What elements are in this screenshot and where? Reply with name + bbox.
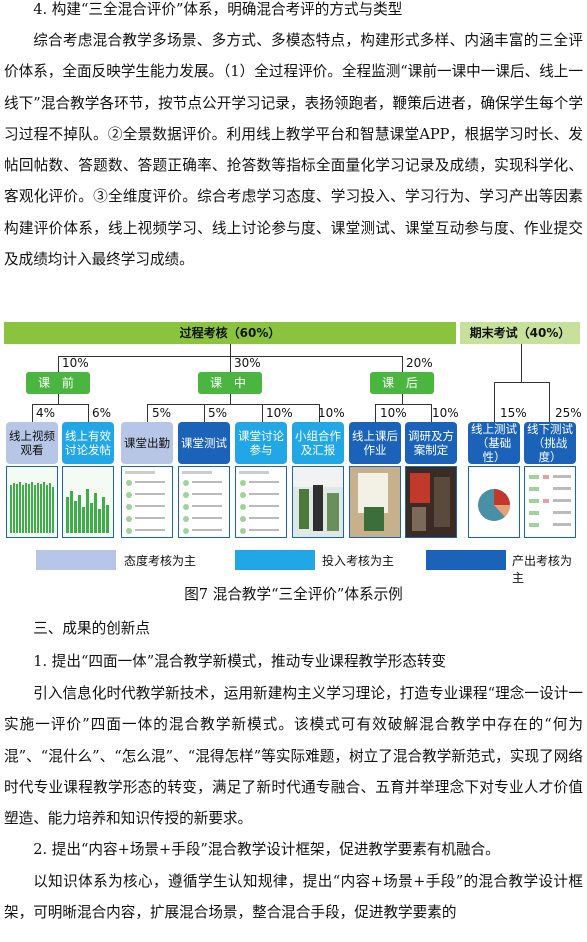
thumbnail-video-chart: [6, 466, 58, 538]
item-pct-10: 25%: [555, 406, 582, 420]
phase-pct-post: 20%: [406, 356, 433, 370]
legend-swatch-output: [426, 550, 506, 570]
thumbnail-group-photo: [292, 466, 344, 538]
evaluation-figure: 过程考核（60%） 期末考试（40%） 课 前 课 中 课 后 10% 30% …: [4, 322, 582, 585]
item-online-discussion: 线上有效讨论发帖: [62, 422, 114, 464]
item-offline-test: 线下测试（挑战度）: [524, 422, 576, 464]
item-online-test: 线上测试（基础性）: [468, 422, 520, 464]
item-research-plan: 调研及方案制定: [405, 422, 457, 464]
item-pct-8: 10%: [432, 406, 459, 420]
legend-label-output: 产出考核为主: [512, 554, 573, 585]
item-pct-1: 4%: [36, 406, 56, 420]
phase-post-class: 课 后: [370, 372, 434, 394]
item-pct-7: 10%: [380, 406, 407, 420]
phase-pre-class: 课 前: [26, 372, 90, 394]
item-pct-4: 5%: [208, 406, 228, 420]
thumbnail-homework-photo: [349, 466, 401, 538]
thumbnail-research-photo: [405, 466, 457, 538]
item-pct-5: 10%: [266, 406, 293, 420]
figure-caption: 图7 混合教学“三全评价”体系示例: [184, 586, 403, 603]
legend-swatch-investment: [235, 550, 315, 570]
thumbnail-participation-list: [235, 466, 287, 538]
heading-achievements: 三、成果的创新点: [33, 620, 150, 637]
item-class-test: 课堂测试: [178, 422, 230, 464]
process-assessment-bar: 过程考核（60%）: [4, 322, 456, 344]
paragraph-1: 综合考虑混合教学多场景、多方式、多模态特点，构建形式多样、内涵丰富的三全评价体系…: [4, 32, 583, 269]
item-online-video: 线上视频观看: [6, 422, 58, 464]
item-pct-3: 5%: [152, 406, 172, 420]
phase-pct-in: 30%: [234, 356, 261, 370]
heading-innovation-1: 1. 提出“四面一体”混合教学新模式，推动专业课程教学形态转变: [33, 653, 447, 670]
paragraph-3: 以知识体系为核心，遵循学生认知规律，提出“内容+场景+手段”的混合教学设计框架，…: [4, 873, 583, 922]
thumbnail-offline-test-list: [524, 466, 576, 538]
paragraph-2: 引入信息化时代教学新技术，运用新建构主义学习理论，打造专业课程“理念一设计一实施…: [4, 685, 583, 828]
thumbnail-pie-chart: [468, 466, 520, 538]
item-online-homework: 线上课后作业: [349, 422, 401, 464]
item-pct-9: 15%: [500, 406, 527, 420]
phase-in-class: 课 中: [198, 372, 262, 394]
section-heading: 4. 构建“三全混合评价”体系，明确混合考评的方式与类型: [33, 1, 403, 18]
legend-label-investment: 投入考核为主: [322, 554, 395, 568]
legend-swatch-attitude: [36, 550, 116, 570]
heading-innovation-2: 2. 提出“内容+场景+手段”混合教学设计框架，促进教学要素有机融合。: [33, 841, 500, 858]
thumbnail-discussion-chart: [62, 466, 114, 538]
thumbnail-attendance-list: [121, 466, 173, 538]
item-attendance: 课堂出勤: [121, 422, 173, 464]
phase-pct-pre: 10%: [62, 356, 89, 370]
item-pct-2: 6%: [92, 406, 112, 420]
final-exam-bar: 期末考试（40%）: [460, 322, 580, 344]
thumbnail-test-list: [178, 466, 230, 538]
item-group-report: 小组合作及汇报: [292, 422, 344, 464]
item-class-discussion: 课堂讨论参与: [235, 422, 287, 464]
legend-label-attitude: 态度考核为主: [124, 554, 197, 568]
item-pct-6: 10%: [318, 406, 345, 420]
